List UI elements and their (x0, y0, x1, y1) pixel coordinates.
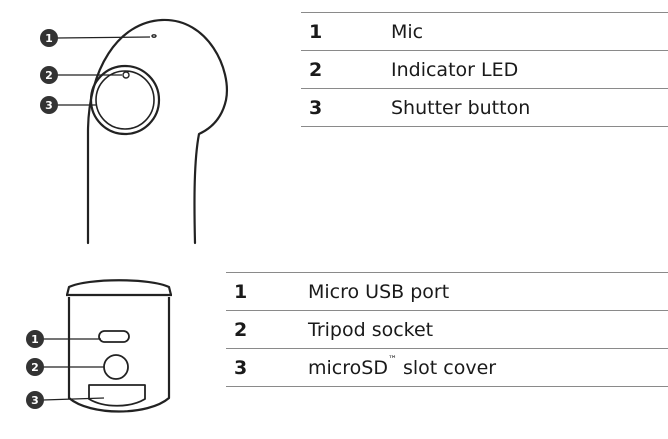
camera-base-body (67, 297, 171, 413)
top-callout-2: 2 (45, 69, 53, 82)
legend-number: 2 (301, 50, 391, 89)
legend-row: 1 Micro USB port (226, 272, 668, 311)
top-callout-3: 3 (45, 99, 53, 112)
legend-label: Mic (391, 12, 668, 51)
legend-row: 3 Shutter button (301, 88, 668, 127)
legend-row: 1 Mic (301, 12, 668, 51)
legend-top-view: 1 Mic 2 Indicator LED 3 Shutter button (301, 12, 668, 127)
legend-number: 3 (301, 88, 391, 127)
legend-label: Tripod socket (308, 310, 668, 349)
microsd-label: microSD (308, 356, 388, 379)
bottom-callout-1: 1 (31, 333, 39, 346)
shutter-button-face (95, 70, 155, 130)
legend-label: Indicator LED (391, 50, 668, 89)
top-leader-lines (56, 36, 151, 106)
legend-number: 2 (226, 310, 308, 349)
shutter-button-ring (89, 64, 161, 136)
camera-dome-top (65, 279, 173, 296)
legend-row: 2 Tripod socket (226, 310, 668, 349)
bottom-callout-3: 3 (31, 394, 39, 407)
camera-bottom-view (65, 279, 173, 413)
top-callout-markers: 1 2 3 (40, 29, 58, 114)
legend-label: Shutter button (391, 88, 668, 127)
microsd-slot-cover-icon (88, 384, 146, 407)
camera-body-outline (86, 18, 228, 245)
indicator-led-icon (122, 71, 130, 79)
micro-usb-port-icon (98, 330, 130, 343)
legend-number: 3 (226, 348, 308, 387)
slot-cover-label: slot cover (403, 356, 497, 379)
bottom-leader-lines (42, 338, 105, 401)
camera-top-view (86, 18, 228, 245)
bottom-callout-markers: 1 2 3 (26, 330, 44, 409)
legend-number: 1 (226, 272, 308, 311)
tripod-socket-icon (103, 354, 129, 380)
legend-label: microSD™ slot cover (308, 348, 668, 387)
mic-hole-icon (151, 34, 157, 38)
legend-label: Micro USB port (308, 272, 668, 311)
bottom-callout-2: 2 (31, 361, 39, 374)
legend-row: 3 microSD™ slot cover (226, 348, 668, 387)
trademark-mark: ™ (387, 354, 397, 365)
legend-bottom-view: 1 Micro USB port 2 Tripod socket 3 micro… (226, 272, 668, 387)
top-callout-1: 1 (45, 32, 53, 45)
legend-row: 2 Indicator LED (301, 50, 668, 89)
legend-number: 1 (301, 12, 391, 51)
